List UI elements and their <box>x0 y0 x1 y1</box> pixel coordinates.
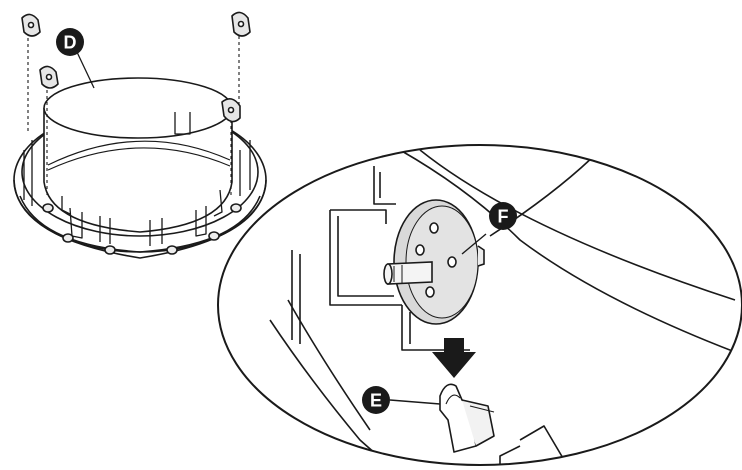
outer-ring-lower-wall <box>13 179 267 259</box>
zoom-frame <box>217 144 742 466</box>
callout-f-leader <box>461 233 487 255</box>
ring-assembly <box>13 11 267 259</box>
callout-d: D <box>56 28 84 56</box>
inner-cylinder-top-rim <box>43 77 233 139</box>
callout-d-letter: D <box>64 33 77 53</box>
washer-on-ring <box>221 98 241 123</box>
shaft-flange <box>383 199 485 325</box>
callout-f-badge <box>489 202 517 230</box>
callout-f-letter: F <box>498 207 509 227</box>
callout-f: F <box>489 202 517 230</box>
callout-e-letter: E <box>370 391 382 411</box>
washer-top-left <box>21 13 41 37</box>
zoom-tab-lower <box>519 425 571 465</box>
washer-top-right <box>231 11 251 37</box>
base-feet <box>42 203 242 255</box>
callout-e: E <box>362 386 390 414</box>
washer-mid-left <box>39 65 59 89</box>
zoom-wall-curve-upper <box>419 149 736 301</box>
zoom-detail <box>217 144 742 466</box>
shaft <box>387 261 433 285</box>
zoom-bracket <box>291 166 470 351</box>
latch-catch <box>439 383 495 453</box>
callout-d-badge <box>56 28 84 56</box>
base-ribs <box>23 112 251 246</box>
inner-cylinder <box>43 108 233 233</box>
down-arrow-icon <box>432 338 476 378</box>
callout-e-leader <box>389 399 441 405</box>
callout-d-leader <box>75 49 95 89</box>
guide-lines <box>27 32 240 196</box>
callout-e-badge <box>362 386 390 414</box>
